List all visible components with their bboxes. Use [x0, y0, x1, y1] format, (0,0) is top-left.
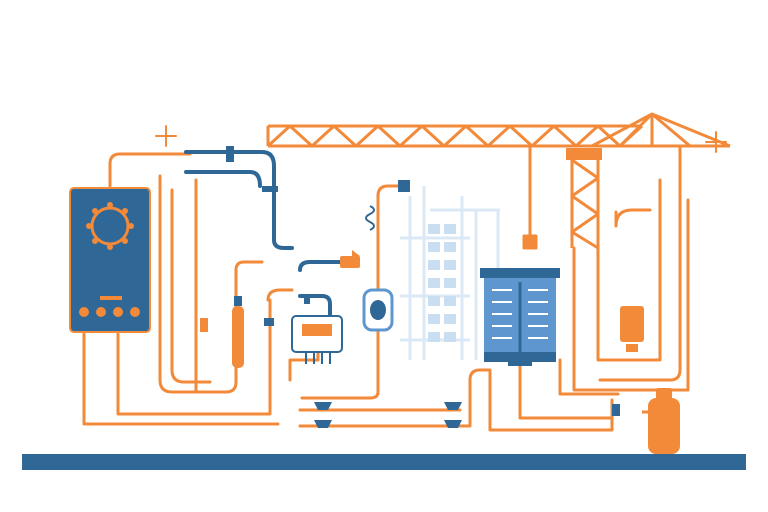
- nozzle: [398, 180, 410, 192]
- pipe-network-blue: [184, 150, 342, 318]
- tower-crane: [266, 112, 731, 250]
- building-windows: [428, 224, 456, 342]
- gas-cylinder: [642, 388, 680, 454]
- pipe-network: [82, 144, 690, 432]
- valve-fitting: [340, 250, 360, 268]
- control-box: [291, 315, 343, 364]
- ground-line: [22, 454, 746, 470]
- spring-coil-icon: [365, 205, 375, 231]
- crane-cab: [566, 148, 602, 160]
- pipe-joints: [226, 146, 620, 416]
- boiler-knob-icon: [79, 307, 89, 317]
- sparkle-icon: [155, 125, 177, 147]
- flow-meter: [362, 288, 394, 332]
- boiler: [69, 187, 151, 333]
- pressure-vessel: [620, 306, 644, 352]
- pipe-clamps: [314, 402, 462, 428]
- building-frame: [400, 186, 500, 360]
- valve-tube: [200, 306, 244, 368]
- water-tank: [480, 268, 560, 366]
